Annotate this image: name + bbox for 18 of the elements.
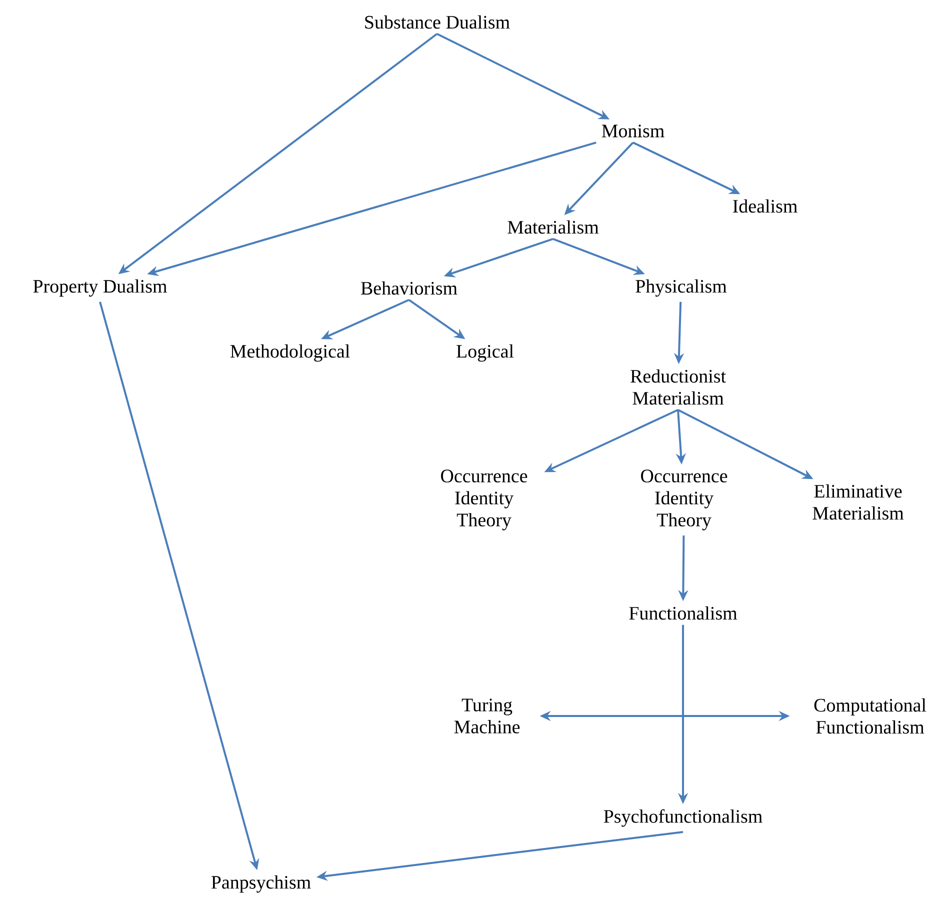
concept-label: Panpsychism	[211, 875, 311, 893]
concept-label: Behaviorism	[361, 281, 458, 295]
concept-label: Computational Functionalism	[814, 698, 926, 734]
concept-label: Logical	[456, 344, 514, 362]
concept-label: Materialism	[508, 220, 599, 234]
concept-label: Reductionist Materialism	[630, 369, 726, 405]
concept-label: Functionalism	[629, 606, 738, 620]
concept-label: Physicalism	[636, 279, 727, 297]
concept-label: Turing Machine	[454, 698, 520, 734]
concept-label: Property Dualism	[33, 279, 167, 297]
concept-label: Idealism	[733, 199, 798, 213]
concept-label: Psychofunctionalism	[604, 809, 762, 827]
concept-label: Occurrence Identity Theory	[641, 470, 728, 530]
concept-label: Eliminative Materialism	[812, 484, 904, 520]
concept-label: Occurrence Identity Theory	[441, 470, 528, 530]
concept-label: Monism	[602, 124, 664, 138]
concept-label: Substance Dualism	[365, 15, 510, 29]
concept-label: Methodological	[230, 344, 350, 362]
